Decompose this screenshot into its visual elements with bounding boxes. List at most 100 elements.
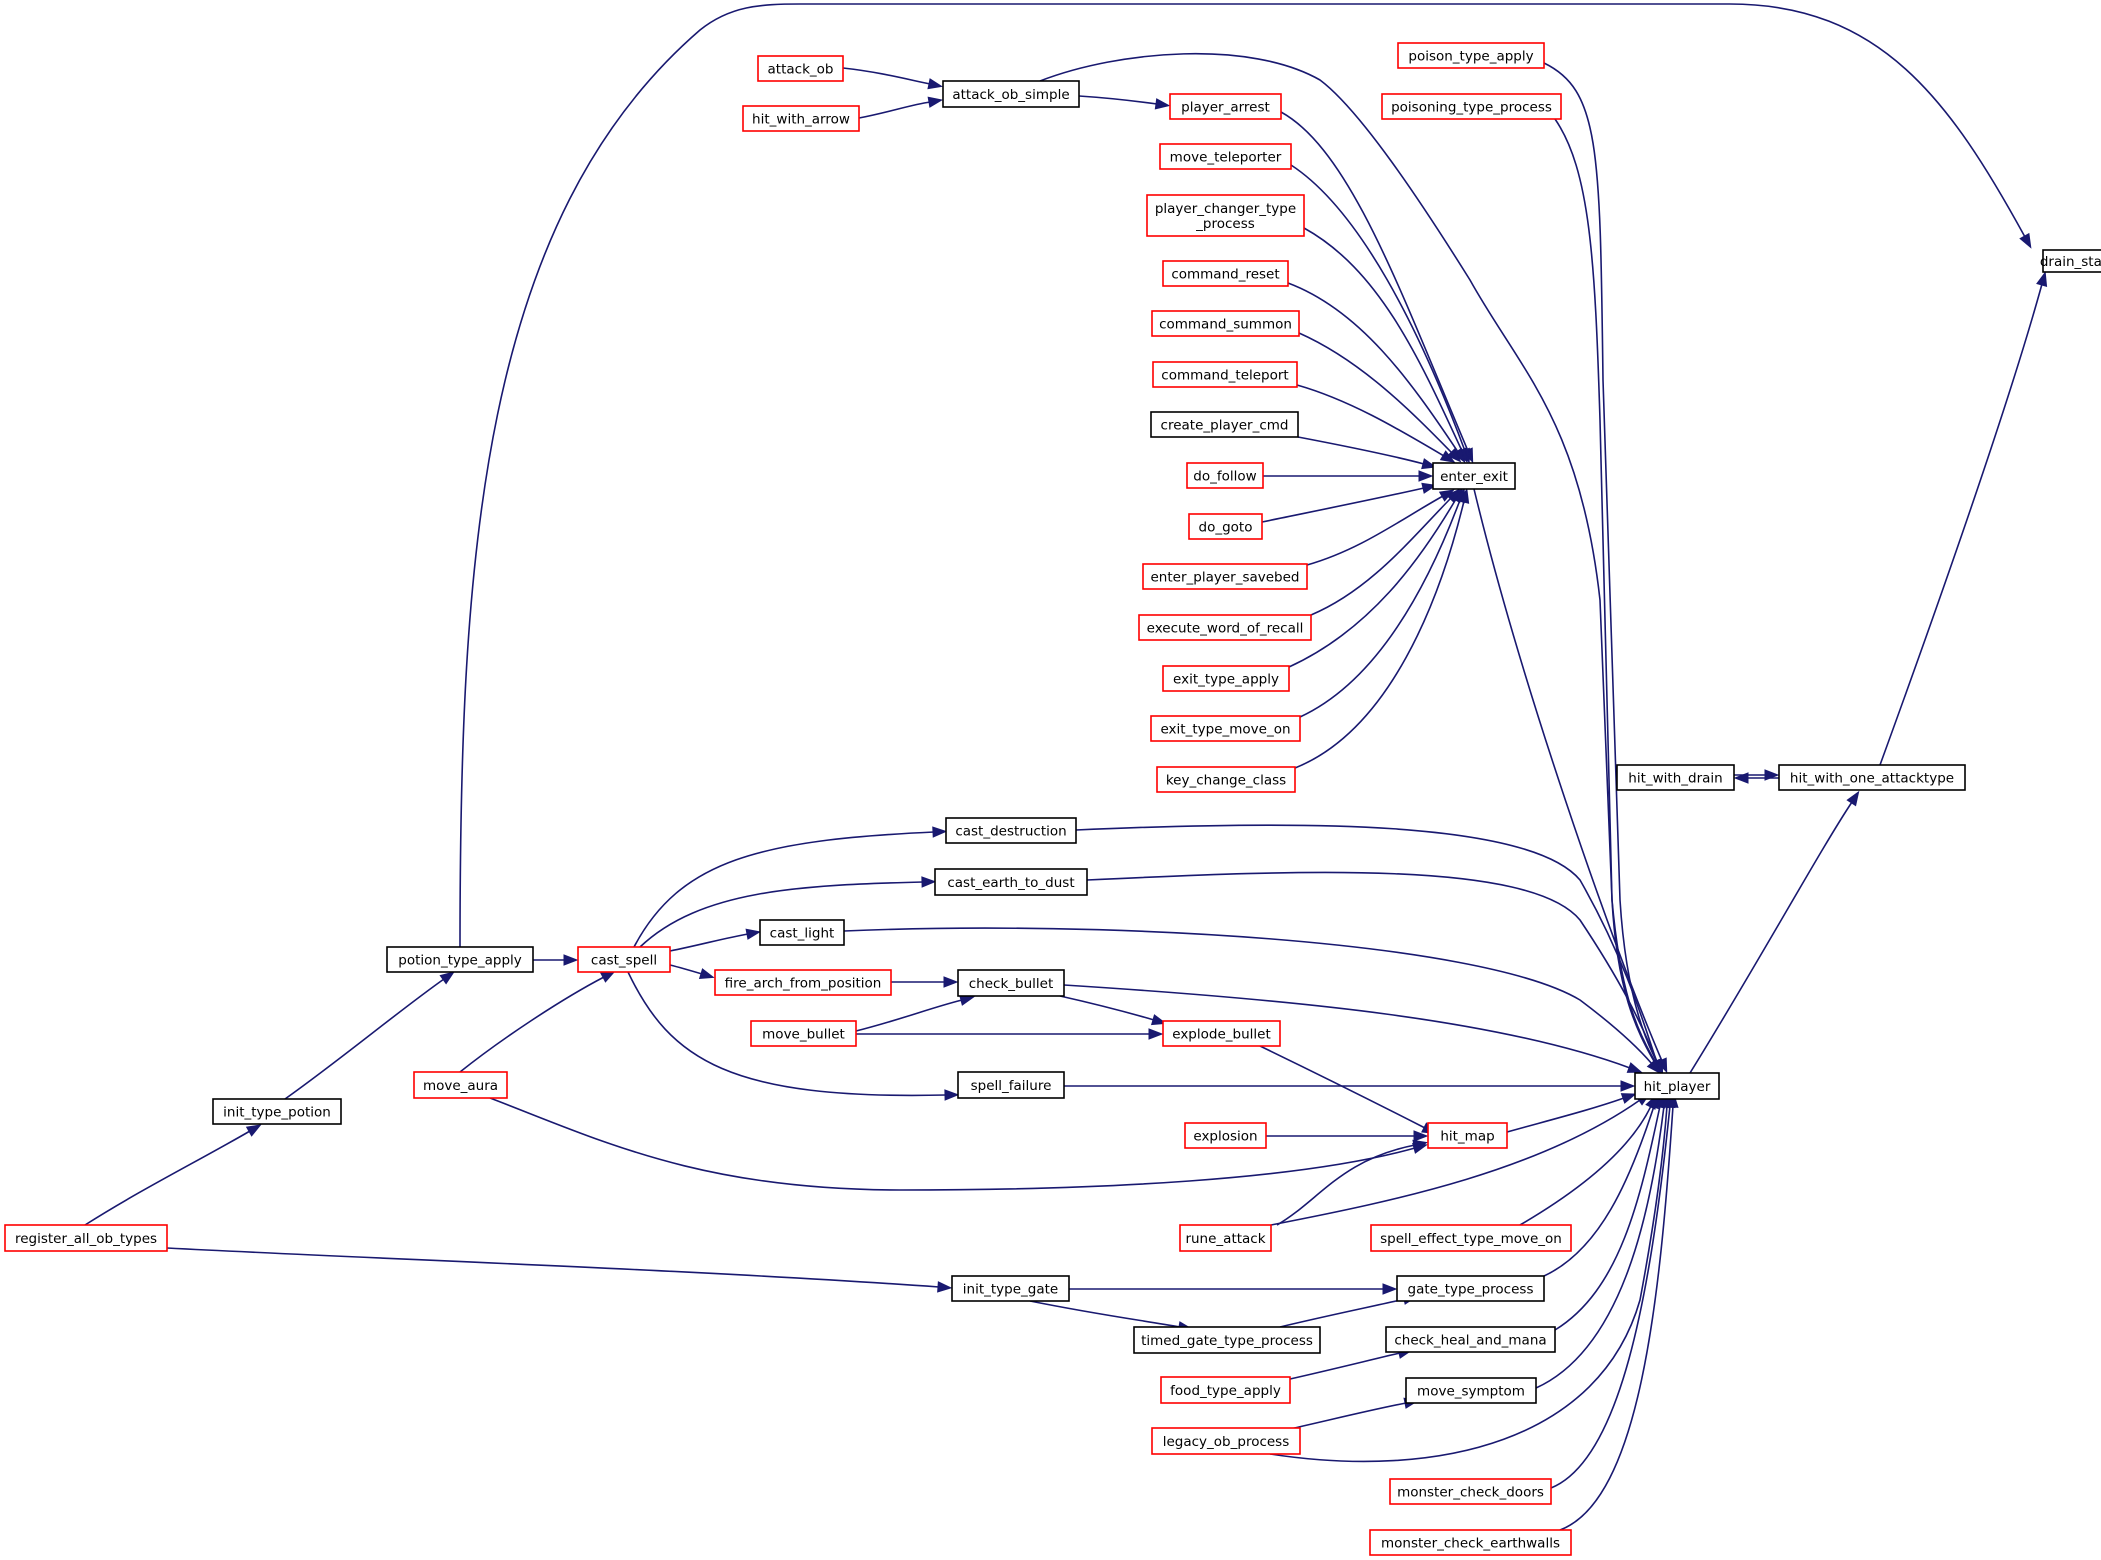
node-monster-check-doors[interactable]: monster_check_doors (1389, 1478, 1552, 1505)
edge-arrowhead (1150, 1014, 1167, 1026)
node-command-summon[interactable]: command_summon (1151, 310, 1300, 337)
edge-arrowhead (1626, 1062, 1643, 1073)
node-box (957, 969, 1065, 997)
node-cast-light: cast_light (759, 919, 845, 946)
node-label: monster_check_earthwalls (1381, 1536, 1560, 1552)
node-rune-attack[interactable]: rune_attack (1179, 1224, 1272, 1252)
edge-arrowhead (1646, 1059, 1661, 1075)
edge-line (1550, 1105, 1671, 1489)
node-hit-with-arrow[interactable]: hit_with_arrow (742, 105, 860, 132)
node-register-all-ob-types[interactable]: register_all_ob_types (4, 1224, 168, 1252)
node-label: key_change_class (1166, 773, 1286, 789)
edge-explode_bullet-to-hit_map (1259, 1045, 1437, 1135)
node-box (1150, 715, 1301, 742)
node-enter-player-savebed[interactable]: enter_player_savebed (1142, 563, 1308, 590)
edge-line (1269, 1105, 1668, 1463)
edge-line (84, 1130, 251, 1226)
edge-command_summon-to-enter_exit (1298, 332, 1462, 463)
node-legacy-ob-process[interactable]: legacy_ob_process (1151, 1427, 1301, 1455)
node-box (1369, 1529, 1572, 1556)
node-poisoning-type-process[interactable]: poisoning_type_process (1381, 93, 1562, 120)
edge-arrowhead (599, 970, 616, 983)
edge-line (669, 933, 749, 952)
node-potion-type-apply: potion_type_apply (386, 946, 534, 973)
node-label: execute_word_of_recall (1147, 621, 1304, 637)
edge-line (459, 976, 605, 1073)
node-label: register_all_ob_types (15, 1231, 157, 1247)
node-label: explode_bullet (1172, 1027, 1271, 1043)
node-move-teleporter[interactable]: move_teleporter (1159, 143, 1292, 170)
node-box (413, 1071, 508, 1099)
node-explode-bullet[interactable]: explode_bullet (1162, 1020, 1281, 1047)
edge-cast_light-to-hit_player (843, 927, 1661, 1075)
node-label: move_symptom (1417, 1384, 1525, 1400)
node-do-follow[interactable]: do_follow (1186, 462, 1264, 489)
node-execute-word-of-recall[interactable]: execute_word_of_recall (1138, 614, 1312, 641)
node-exit-type-apply[interactable]: exit_type_apply (1162, 665, 1290, 692)
edge-hit_with_arrow-to-attack_ob_simple (858, 96, 944, 119)
edge-hit_with_one_attacktype-to-hit_with_drain (1734, 769, 1780, 781)
node-label: cast_earth_to_dust (947, 875, 1074, 891)
edge-create_player_cmd-to-enter_exit (1297, 436, 1437, 470)
node-key-change-class[interactable]: key_change_class (1156, 766, 1296, 793)
node-label: exit_type_move_on (1160, 722, 1290, 738)
node-do-goto[interactable]: do_goto (1188, 513, 1263, 540)
edge-line (1303, 227, 1463, 452)
edge-line (1039, 52, 1657, 1064)
node-box (1138, 614, 1312, 641)
node-box (2042, 249, 2101, 273)
node-init-type-potion: init_type_potion (212, 1098, 342, 1125)
edge-explosion-to-hit_map (1266, 1130, 1429, 1142)
node-player-arrest[interactable]: player_arrest (1169, 93, 1282, 120)
edge-line (1290, 164, 1466, 452)
node-command-reset[interactable]: command_reset (1162, 260, 1289, 287)
node-move-aura[interactable]: move_aura (413, 1071, 508, 1099)
edge-arrowhead (921, 876, 937, 888)
edge-line (1279, 1298, 1406, 1328)
node-label: rune_attack (1185, 1231, 1265, 1247)
node-box (750, 1020, 857, 1047)
edge-line (669, 964, 703, 975)
node-box (945, 817, 1077, 844)
node-food-type-apply[interactable]: food_type_apply (1160, 1376, 1291, 1404)
edge-do_follow-to-enter_exit (1263, 470, 1434, 482)
edge-check_bullet-to-explode_bullet (1059, 995, 1167, 1026)
node-label: hit_with_arrow (752, 112, 850, 128)
node-command-teleport[interactable]: command_teleport (1152, 361, 1298, 388)
edge-line (843, 927, 1653, 1065)
node-box (934, 868, 1088, 896)
edge-arrowhead (1412, 1142, 1428, 1154)
node-poison-type-apply[interactable]: poison_type_apply (1397, 42, 1545, 69)
node-hit-map[interactable]: hit_map (1427, 1122, 1508, 1149)
edge-line (858, 101, 931, 119)
node-box (1370, 1224, 1572, 1252)
node-move-bullet[interactable]: move_bullet (750, 1020, 857, 1047)
edge-attack_ob_simple-to-hit_player (1039, 52, 1663, 1075)
edge-arrowhead (1148, 1028, 1164, 1040)
edge-move_aura-to-cast_spell (459, 970, 616, 1073)
edges-layer (84, 3, 2048, 1531)
node-box (1152, 361, 1298, 388)
node-label: potion_type_apply (398, 953, 522, 969)
node-label: init_type_gate (963, 1282, 1058, 1298)
edge-monster_check_earthwalls-to-hit_player (1559, 1092, 1679, 1531)
node-label: hit_with_one_attacktype (1790, 771, 1954, 787)
edge-arrowhead (1154, 98, 1171, 110)
edge-line (1543, 1105, 1655, 1277)
node-attack-ob[interactable]: attack_ob (757, 55, 844, 82)
node-monster-check-earthwalls[interactable]: monster_check_earthwalls (1369, 1529, 1572, 1556)
node-player-changer-type-process[interactable]: player_changer_type_process (1146, 194, 1305, 237)
node-box (1156, 766, 1296, 793)
edge-arrowhead (439, 971, 455, 985)
node-explosion[interactable]: explosion (1184, 1122, 1267, 1149)
node-box (951, 1275, 1070, 1302)
edge-line (1078, 95, 1158, 105)
node-label: drain_stat (2040, 254, 2101, 270)
node-spell-effect-type-move-on[interactable]: spell_effect_type_move_on (1370, 1224, 1572, 1252)
node-box (1432, 462, 1516, 490)
node-exit-type-move-on[interactable]: exit_type_move_on (1150, 715, 1301, 742)
node-box (1616, 764, 1735, 791)
node-fire-arch-from-position[interactable]: fire_arch_from_position (714, 969, 892, 996)
node-cast-spell[interactable]: cast_spell (577, 946, 671, 973)
